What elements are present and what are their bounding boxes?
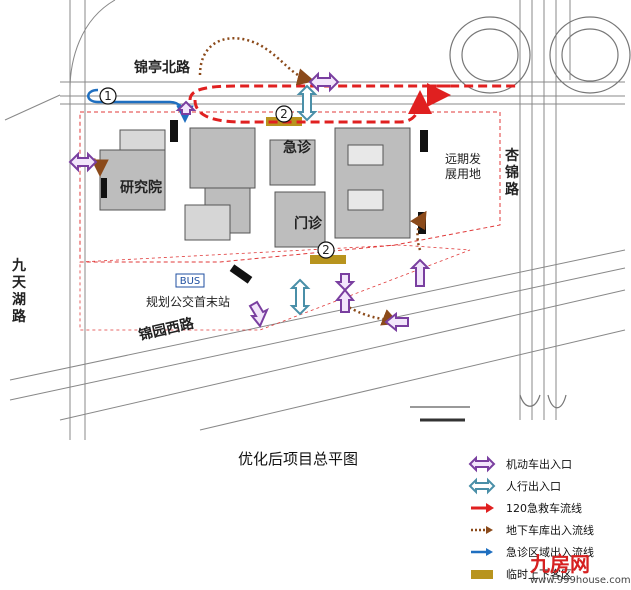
road-label-north: 锦亭北路 [134,59,191,76]
temp-parking-swatch-icon [471,570,493,579]
garage-route-arrow-icon [471,526,493,534]
legend-item: 急诊区域出入流线 [468,544,594,560]
marker-1: 1 [99,87,117,105]
vehicle-entrance-arrows [68,71,431,333]
road-lines [4,0,626,440]
building-label-research: 研究院 [120,179,162,196]
bus-sign: BUS [175,273,205,288]
emergency-route-arrow-icon [471,548,493,556]
road-label-south: 锦园西路 [137,315,196,344]
legend-item: 120急救车流线 [468,500,582,516]
svg-text:1: 1 [104,89,112,103]
vehicle-entrance-arrow-icon [468,455,496,473]
building-blocks [99,127,411,248]
legend-label: 急诊区域出入流线 [506,546,594,559]
legend-item: 临时上下客区 [468,566,572,582]
legend-label: 机动车出入口 [506,458,572,471]
temp-parking-zone-south [310,255,346,264]
south-plot-boundary [79,244,471,331]
svg-text:BUS: BUS [180,276,201,287]
road-label-east-vertical: 杏锦路 [505,148,519,198]
pedestrian-entrance-arrows [289,84,318,316]
svg-text:2: 2 [322,243,330,257]
watermark-logo: 九房网 [530,552,590,576]
building-label-outpatient: 门诊 [294,215,323,232]
watermark-url: www.999house.com [530,575,631,586]
interchange-loops [449,16,631,409]
plan-title: 优化后项目总平图 [238,450,359,468]
legend-item: 地下车库出入流线 [468,522,594,538]
road-label-west-vertical: 九天湖路 [12,258,26,325]
building-label-emergency: 急诊 [283,139,312,156]
legend-label: 120急救车流线 [506,502,582,515]
marker-2-north: 2 [275,105,293,123]
scale-bar [410,406,470,422]
site-plan-map: 1 2 2 锦亭北路 锦园西路 研究院 急诊 门诊 BUS 规划公交首末站 [4,0,631,440]
legend-label: 临时上下客区 [506,568,572,581]
building-label-future: 远期发展用地 [445,152,482,181]
garage-route-north [198,37,315,86]
legend-label: 人行出入口 [506,480,561,493]
legend-item: 机动车出入口 [468,455,572,473]
bus-station-label: 规划公交首末站 [146,294,230,309]
svg-text:2: 2 [280,107,288,121]
watermark: 九房网 www.999house.com [530,548,631,586]
marker-2-south: 2 [317,241,335,259]
ambulance-route-arrow-icon [471,503,494,513]
legend-item: 人行出入口 [468,477,561,495]
legend-label: 地下车库出入流线 [506,524,594,537]
pedestrian-entrance-arrow-icon [468,477,496,495]
